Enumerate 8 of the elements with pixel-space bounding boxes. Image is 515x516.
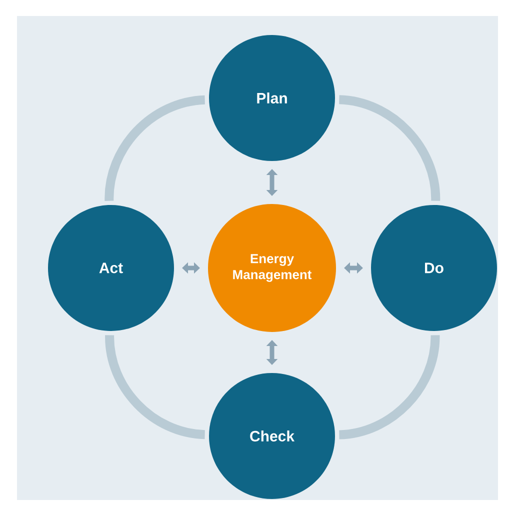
double-arrow xyxy=(344,262,363,274)
double-arrow xyxy=(182,262,200,274)
ring-arc xyxy=(338,334,440,440)
ring-arc xyxy=(105,334,206,440)
double-arrow xyxy=(266,340,278,365)
ring-arc xyxy=(104,95,206,202)
double-arrow xyxy=(266,169,278,196)
ring-arc xyxy=(338,95,440,202)
